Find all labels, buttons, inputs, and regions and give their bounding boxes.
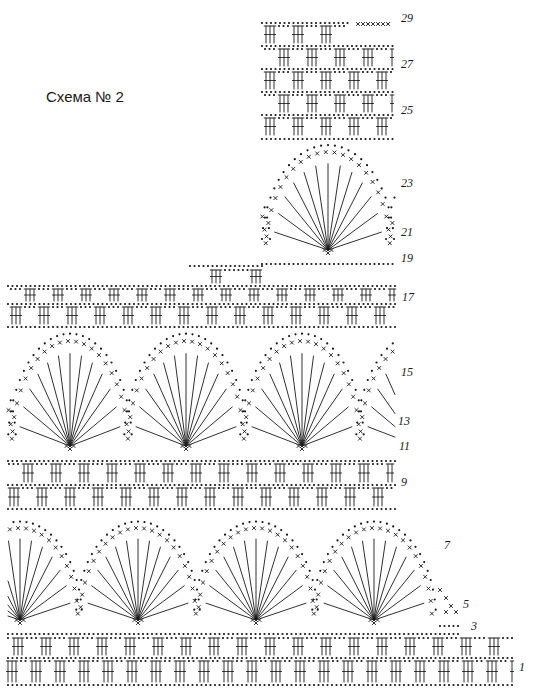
- fan-stitches: [8, 164, 424, 620]
- row-number: 11: [398, 440, 411, 453]
- row-number: 13: [397, 415, 411, 428]
- row-number: 3: [470, 620, 478, 633]
- row-number: 5: [462, 598, 470, 611]
- single-crochet-symbols: [7, 22, 458, 624]
- double-crochet-symbols: [6, 26, 514, 682]
- row-number: 19: [400, 252, 414, 265]
- row-number: 17: [401, 291, 415, 304]
- row-number: 9: [400, 476, 408, 489]
- row-number: 27: [400, 58, 414, 71]
- row-number: 7: [443, 539, 451, 552]
- row-number: 23: [400, 177, 414, 190]
- row-number: 1: [518, 661, 526, 674]
- row-number: 21: [400, 226, 414, 239]
- row-number: 25: [400, 104, 414, 117]
- row-number: 29: [400, 12, 414, 25]
- chain-stitch-dots: [7, 22, 513, 686]
- row-number: 15: [400, 366, 414, 379]
- chart-title: Схема № 2: [44, 88, 126, 107]
